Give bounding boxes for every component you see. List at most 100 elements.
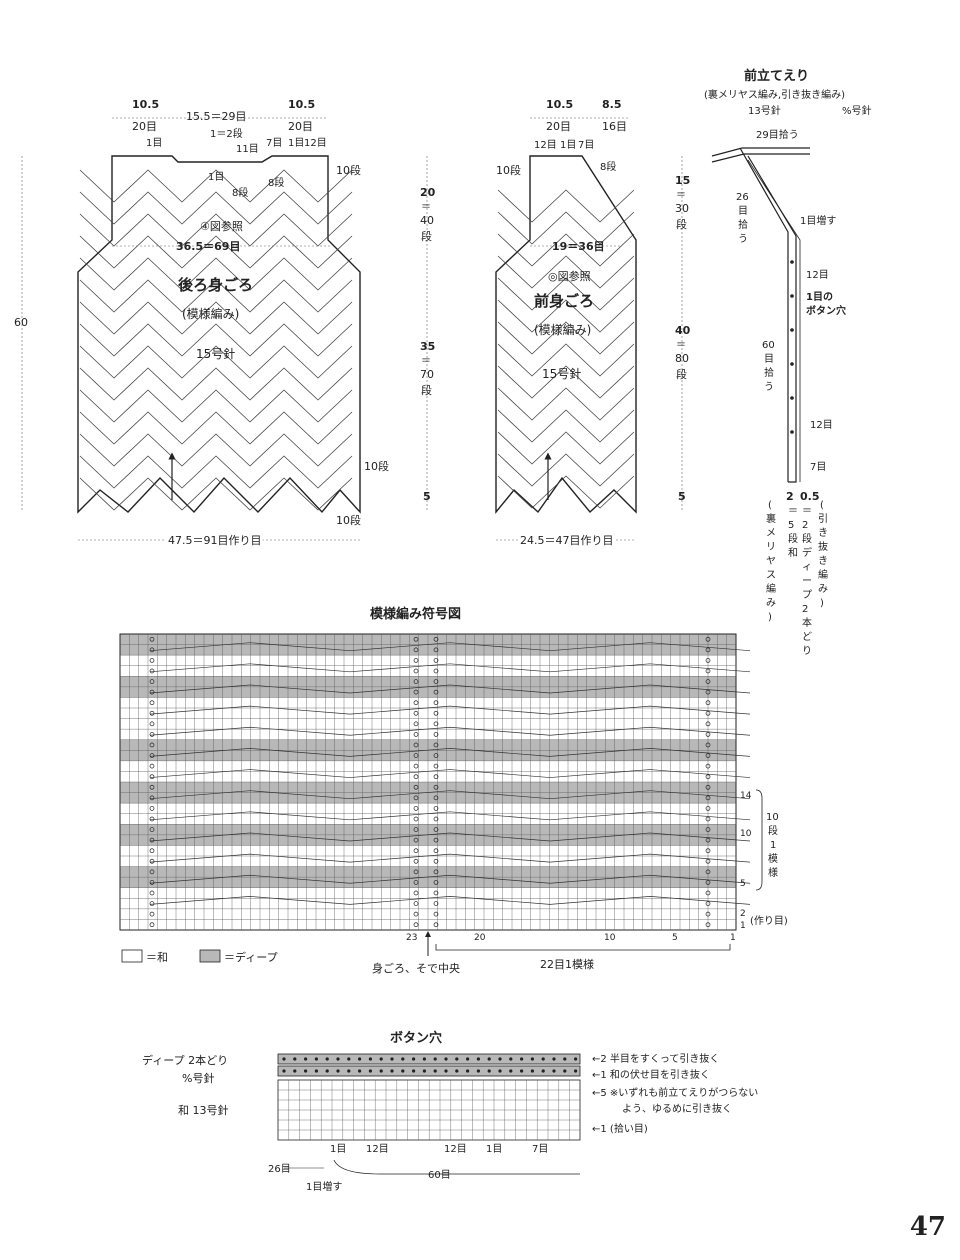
yo-symbol bbox=[413, 658, 419, 663]
yo-symbol bbox=[149, 753, 155, 758]
collar-v2-6: プ bbox=[802, 589, 812, 601]
collar-pick26-b: 拾 bbox=[738, 218, 748, 231]
bh-dot bbox=[520, 1057, 524, 1061]
front-neck-8: 8段 bbox=[600, 160, 616, 173]
bh-inc: 1目増す bbox=[306, 1180, 342, 1193]
collar-p1-7: み bbox=[766, 598, 776, 609]
collar-pick29: 29目拾う bbox=[756, 128, 799, 141]
chevron-symbol bbox=[549, 853, 751, 863]
zigzag-line bbox=[79, 433, 353, 467]
zigzag-line bbox=[79, 191, 353, 225]
front-pattern: (模様編み) bbox=[534, 322, 591, 337]
zigzag-line bbox=[79, 345, 353, 379]
yo-symbol bbox=[413, 753, 419, 758]
zigzag-line bbox=[497, 189, 635, 223]
bh-dot bbox=[358, 1057, 362, 1061]
chevron-symbol bbox=[149, 874, 351, 884]
chevron-symbol bbox=[149, 663, 351, 673]
zigzag-line bbox=[79, 257, 353, 291]
collar-v2-10: り bbox=[802, 645, 812, 657]
chevron-symbol bbox=[549, 790, 751, 800]
chevron-symbol bbox=[149, 726, 351, 736]
yo-symbol bbox=[433, 742, 439, 748]
collar-v2-7: 2 bbox=[802, 604, 808, 615]
yo-symbol bbox=[149, 636, 155, 642]
yo-symbol bbox=[705, 732, 711, 737]
collar-pick60-n: 60 bbox=[762, 340, 775, 351]
bh-dot bbox=[563, 1057, 567, 1061]
collar-p1-6: 編 bbox=[766, 582, 776, 595]
yo-symbol bbox=[705, 816, 711, 822]
back-title: 後ろ身ごろ bbox=[177, 276, 253, 294]
collar-p1-0: ( bbox=[768, 500, 772, 511]
bh-left3: 和 13号針 bbox=[178, 1103, 229, 1117]
buttonhole-dot bbox=[790, 396, 794, 400]
bh-note1: ←2 半目をすくって引き抜く bbox=[592, 1052, 719, 1065]
yo-symbol bbox=[705, 922, 711, 928]
collar-p1-2: メ bbox=[766, 528, 776, 539]
zigzag-line bbox=[79, 367, 353, 401]
yo-symbol bbox=[433, 647, 439, 653]
bh-dot bbox=[422, 1057, 426, 1061]
yo-symbol bbox=[413, 763, 419, 769]
yo-symbol bbox=[149, 890, 155, 896]
chart-row-1: 1 bbox=[740, 921, 746, 931]
bh-b-1b: 1目 bbox=[486, 1144, 502, 1155]
yo-symbol bbox=[149, 763, 155, 769]
chevron-symbol bbox=[349, 874, 551, 884]
chevron-symbol bbox=[149, 811, 351, 821]
bh-dot bbox=[574, 1069, 578, 1073]
bh-dot bbox=[466, 1057, 470, 1061]
yo-symbol bbox=[433, 922, 439, 928]
collar-v2-1: 2 bbox=[802, 520, 808, 531]
collar-v1-1: 5 bbox=[788, 520, 794, 531]
chevron-symbol bbox=[349, 790, 551, 800]
bh-dot bbox=[520, 1069, 524, 1073]
back-chest: 36.5＝69目 bbox=[176, 240, 240, 253]
collar-p1-5: ス bbox=[766, 570, 776, 581]
yo-symbol bbox=[149, 679, 155, 684]
buttonhole-dot bbox=[790, 362, 794, 366]
yo-symbol bbox=[433, 848, 439, 854]
zigzag-line bbox=[79, 477, 353, 511]
collar-v1-3: 和 bbox=[788, 547, 798, 559]
yo-symbol bbox=[413, 806, 419, 811]
bh-dot bbox=[412, 1057, 416, 1061]
front-h-bottom: 5 bbox=[678, 490, 686, 503]
back-top-right-st: 20目 bbox=[288, 120, 313, 133]
bh-deep-row2 bbox=[277, 1065, 581, 1077]
chevron-symbol bbox=[349, 705, 551, 715]
bh-dot bbox=[466, 1069, 470, 1073]
yo-symbol bbox=[413, 858, 419, 864]
bh-dot bbox=[347, 1069, 351, 1073]
yo-symbol bbox=[705, 890, 711, 896]
collar-p2-5: 編 bbox=[818, 568, 828, 581]
chart-rep-3: 模 bbox=[768, 853, 778, 865]
yo-symbol bbox=[413, 784, 419, 790]
yo-symbol bbox=[149, 827, 155, 832]
front-h-upper-rows: 30 bbox=[675, 202, 689, 215]
bh-dot bbox=[433, 1057, 437, 1061]
yo-symbol bbox=[413, 901, 419, 906]
chevron-symbol bbox=[349, 748, 551, 757]
collar-v2-2: 段 bbox=[802, 532, 812, 545]
yo-symbol bbox=[705, 689, 711, 695]
bh-dot bbox=[433, 1069, 437, 1073]
zigzag-line bbox=[497, 299, 635, 333]
back-needle: 15号針 bbox=[196, 346, 235, 361]
collar-pick26-c: う bbox=[738, 233, 748, 245]
chevron-symbol bbox=[149, 684, 351, 694]
yo-symbol bbox=[413, 721, 419, 727]
buttonhole-diagram: ボタン穴 ディープ 2本どり %号針 和 13号針 ←2 半目をすくって引き抜く… bbox=[142, 1030, 758, 1193]
front-ref: ◎図参照 bbox=[548, 269, 591, 283]
page-number: 47 bbox=[909, 1212, 946, 1242]
collar-p1-1: 裏 bbox=[766, 512, 776, 525]
collar-p2-6: み bbox=[818, 584, 828, 595]
chart-rep-2: 1 bbox=[770, 840, 776, 851]
collar-v2-0: ＝ bbox=[802, 506, 812, 517]
back-rows10-b: 10段 bbox=[336, 513, 361, 527]
collar-inc: 1目増す bbox=[800, 214, 836, 227]
collar-r12a: 12目 bbox=[806, 270, 829, 281]
bh-dot bbox=[541, 1069, 545, 1073]
chevron-symbol bbox=[549, 769, 751, 778]
